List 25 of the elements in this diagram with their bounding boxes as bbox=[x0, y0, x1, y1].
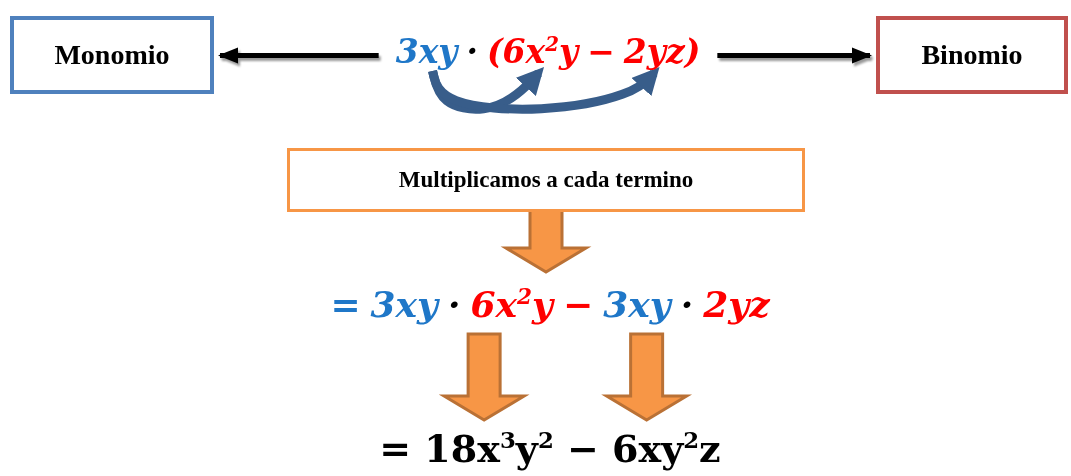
math-term: 3xy bbox=[392, 32, 461, 71]
curved-arrow bbox=[428, 67, 660, 114]
math-term: = bbox=[330, 283, 361, 325]
math-term: 6x$^{2}$y bbox=[470, 283, 553, 325]
monomial-box bbox=[10, 16, 214, 94]
math-term: · bbox=[680, 283, 694, 325]
math-term: 3xy bbox=[603, 283, 671, 325]
box-text: Binomio bbox=[921, 39, 1023, 71]
box-text: Multiplicamos a cada termino bbox=[398, 167, 694, 193]
arrow bbox=[218, 47, 379, 64]
math-term: (6x$^{2}$y bbox=[484, 32, 582, 71]
instruction-box bbox=[287, 148, 805, 212]
math-term: 2yz) bbox=[620, 32, 704, 71]
result-expression: = 18x$^{3}$y$^{2}$ − 6xy$^{2}$z bbox=[379, 425, 721, 471]
math-term: − bbox=[563, 283, 594, 325]
binomial-box bbox=[876, 16, 1068, 94]
arrow bbox=[717, 47, 872, 64]
block-arrow bbox=[438, 332, 530, 422]
multiplication-dot: · bbox=[465, 32, 479, 71]
math-term: 2yz bbox=[703, 283, 770, 325]
math-term: 3xy bbox=[370, 283, 438, 325]
math-term: · bbox=[448, 283, 461, 325]
minus-sign: − bbox=[586, 32, 616, 71]
block-arrow bbox=[601, 332, 693, 422]
box-text: Monomio bbox=[54, 39, 170, 71]
